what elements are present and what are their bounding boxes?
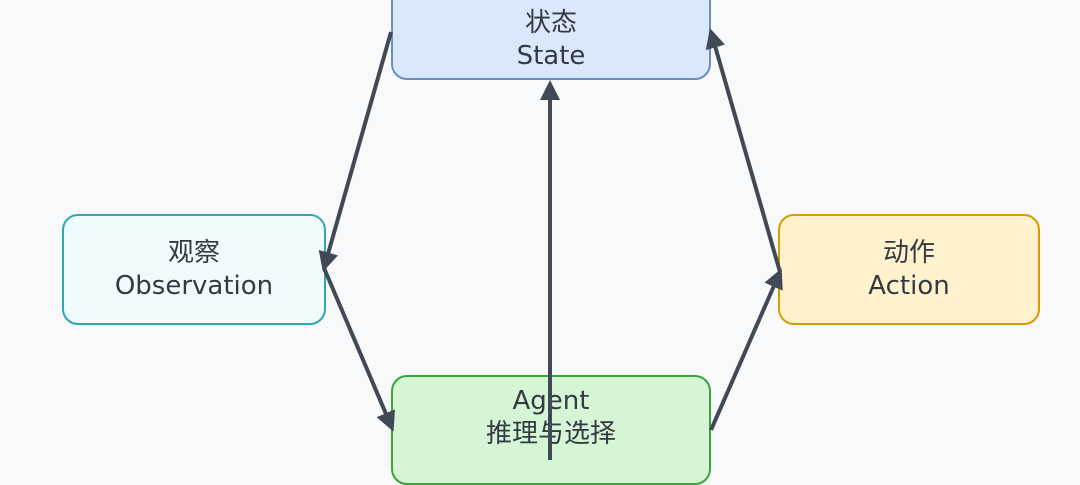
edge-observation-to-agent [322, 267, 395, 432]
agent-label-zh: 推理与选择 [485, 419, 616, 449]
observation-label-zh: 观察 [167, 237, 220, 268]
edge-agent-to-action [709, 268, 783, 431]
agent-label-en: Agent [512, 386, 590, 416]
state-label-en: State [516, 41, 586, 71]
state-node: 状态 State [391, 0, 711, 80]
agent-loop-diagram: 状态 State 观察 Observation 动作 Action Agent … [62, 0, 1040, 485]
edge-state-to-observation [318, 31, 393, 272]
action-label-zh: 动作 [882, 237, 935, 268]
observation-node: 观察 Observation [62, 214, 326, 325]
agent-node: Agent 推理与选择 [391, 375, 711, 485]
state-label-zh: 状态 [524, 8, 577, 38]
observation-label-en: Observation [114, 270, 274, 301]
action-node: 动作 Action [778, 214, 1040, 325]
action-label-en: Action [868, 270, 950, 301]
edge-action-to-state [705, 28, 782, 273]
